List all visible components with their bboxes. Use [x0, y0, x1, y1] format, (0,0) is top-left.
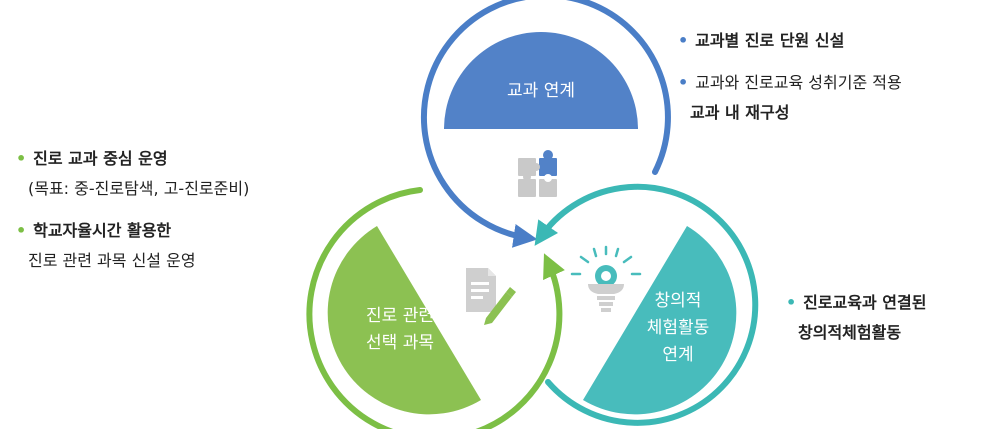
bullet-icon: •	[16, 221, 27, 240]
segment-right-label-1: 창의적	[655, 291, 702, 311]
note-right: • 진로교육과 연결된 창의적체험활동	[786, 288, 926, 348]
note-left-item1-title: 진로 교과 중심 운영	[33, 149, 168, 168]
segment-top-label: 교과 연계	[507, 81, 575, 101]
note-right-item1-line1: 진로교육과 연결된	[803, 293, 927, 312]
note-top-right-item2-line2: 교과 내 재구성	[690, 103, 790, 122]
note-left-item2-title: 학교자율시간 활용한	[33, 221, 172, 240]
bullet-icon: •	[678, 31, 689, 50]
ring-arc-green	[306, 187, 565, 429]
segment-top-fill	[444, 32, 638, 129]
note-top-right: • 교과별 진로 단원 신설 • 교과와 진로교육 성취기준 적용 교과 내 재…	[678, 26, 902, 128]
document-pencil-icon	[466, 268, 516, 325]
note-left-item1-sub: (목표: 중-진로탐색, 고-진로준비)	[28, 179, 250, 198]
segment-left-label-2: 선택 과목	[366, 333, 434, 353]
segment-right-label-3: 연계	[662, 345, 693, 365]
segment-right-label-2: 체험활동	[647, 318, 710, 338]
ring-arc-teal	[534, 183, 759, 426]
lightbulb-gear-icon	[570, 245, 642, 312]
note-top-right-item2-line1: 교과와 진로교육 성취기준 적용	[695, 73, 902, 92]
note-right-item1-line2: 창의적체험활동	[798, 323, 902, 342]
ring-arc-blue	[420, 0, 671, 248]
note-top-right-item1: 교과별 진로 단원 신설	[695, 31, 845, 50]
note-left: • 진로 교과 중심 운영 (목표: 중-진로탐색, 고-진로준비) • 학교자…	[16, 144, 249, 276]
segment-left-label-1: 진로 관련	[366, 306, 434, 326]
bullet-icon: •	[678, 73, 689, 92]
segment-right-fill	[583, 226, 737, 415]
segment-left-fill	[327, 226, 481, 415]
bullet-icon: •	[16, 149, 27, 168]
note-left-item2-sub: 진로 관련 과목 신설 운영	[28, 251, 196, 270]
bullet-icon: •	[786, 293, 797, 312]
puzzle-icon	[518, 150, 557, 197]
